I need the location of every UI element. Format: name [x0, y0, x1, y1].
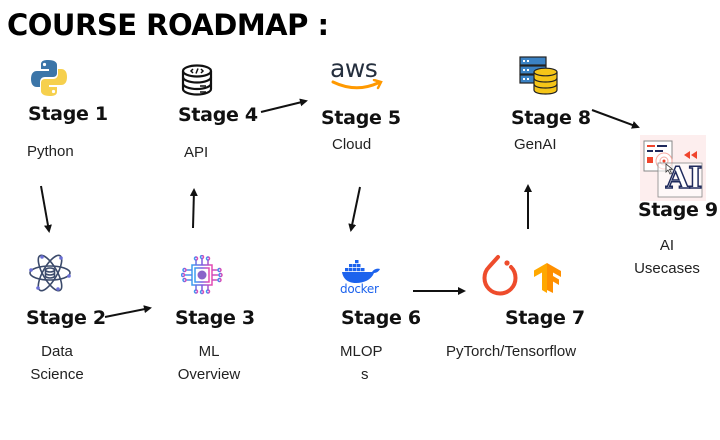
stage-3-label: Stage 3 [175, 307, 255, 329]
stage-9-desc-line: AI [659, 237, 675, 254]
ai-badge-text: AI [665, 160, 703, 197]
stage-4-label: Stage 4 [178, 104, 258, 126]
python-logo-icon [31, 60, 67, 96]
stage-5-desc-line: Cloud [332, 136, 372, 153]
stage-7-desc-line: PyTorch/Tensorflow [446, 343, 577, 360]
stage-4-desc-line: API [184, 144, 209, 161]
aws-logo-icon: aws [330, 55, 386, 95]
stage-6-label: Stage 6 [341, 307, 421, 329]
stage-2-label: Stage 2 [26, 307, 106, 329]
stage-9-description: AI Usecases [627, 234, 707, 280]
stage-8-label: Stage 8 [511, 107, 591, 129]
page-title: COURSE ROADMAP : [7, 8, 329, 42]
stage-7-label: Stage 7 [505, 307, 585, 329]
stage-6-desc-line: s [361, 366, 369, 383]
stage-1-description: Python [27, 140, 74, 163]
docker-logo-icon: docker [338, 258, 386, 298]
stage-2-desc-line: Science [30, 366, 84, 383]
stage-7-description: PyTorch/Tensorflow [446, 340, 576, 363]
arrow-stage2-to-stage3 [104, 305, 152, 318]
stage-1-desc-line: Python [27, 143, 74, 160]
arrow-stage4-to-stage5 [260, 98, 308, 113]
docker-whale-icon [342, 260, 380, 283]
server-database-icon [519, 56, 558, 95]
stage-5-description: Cloud [332, 133, 371, 156]
ai-chip-brain-icon [181, 255, 223, 295]
tensorflow-logo-icon [534, 263, 561, 293]
arrow-stage8-to-stage9 [591, 109, 640, 129]
atom-database-icon [29, 254, 71, 292]
stage-9-label: Stage 9 [638, 199, 718, 221]
arrow-stage5-to-stage6 [348, 186, 361, 232]
stage-2-description: Data Science [28, 340, 86, 386]
stage-8-desc-line: GenAI [514, 136, 557, 153]
stage-2-desc-line: Data [41, 343, 73, 360]
ai-usecase-graphic-icon [643, 140, 703, 198]
stage-3-desc-line: ML [198, 343, 220, 360]
stage-4-description: API [184, 141, 208, 164]
aws-smile-icon [331, 79, 383, 90]
docker-logo-text: docker [340, 282, 379, 296]
aws-logo-text: aws [330, 54, 378, 83]
stage-6-description: MLOP s [340, 340, 390, 386]
stage-3-desc-line: Overview [177, 366, 241, 383]
stage-6-desc-line: MLOP [340, 343, 383, 360]
api-database-icon [181, 64, 213, 96]
pytorch-logo-icon [482, 255, 518, 296]
stage-9-desc-line: Usecases [634, 260, 700, 277]
arrow-stage3-to-stage4 [189, 188, 198, 229]
arrow-stage1-to-stage2 [40, 185, 52, 233]
stage-3-description: ML Overview [168, 340, 250, 386]
stage-5-label: Stage 5 [321, 107, 401, 129]
stage-8-description: GenAI [514, 133, 557, 156]
ai-usecase-icon: AI [640, 135, 706, 201]
stage-1-label: Stage 1 [28, 103, 108, 125]
